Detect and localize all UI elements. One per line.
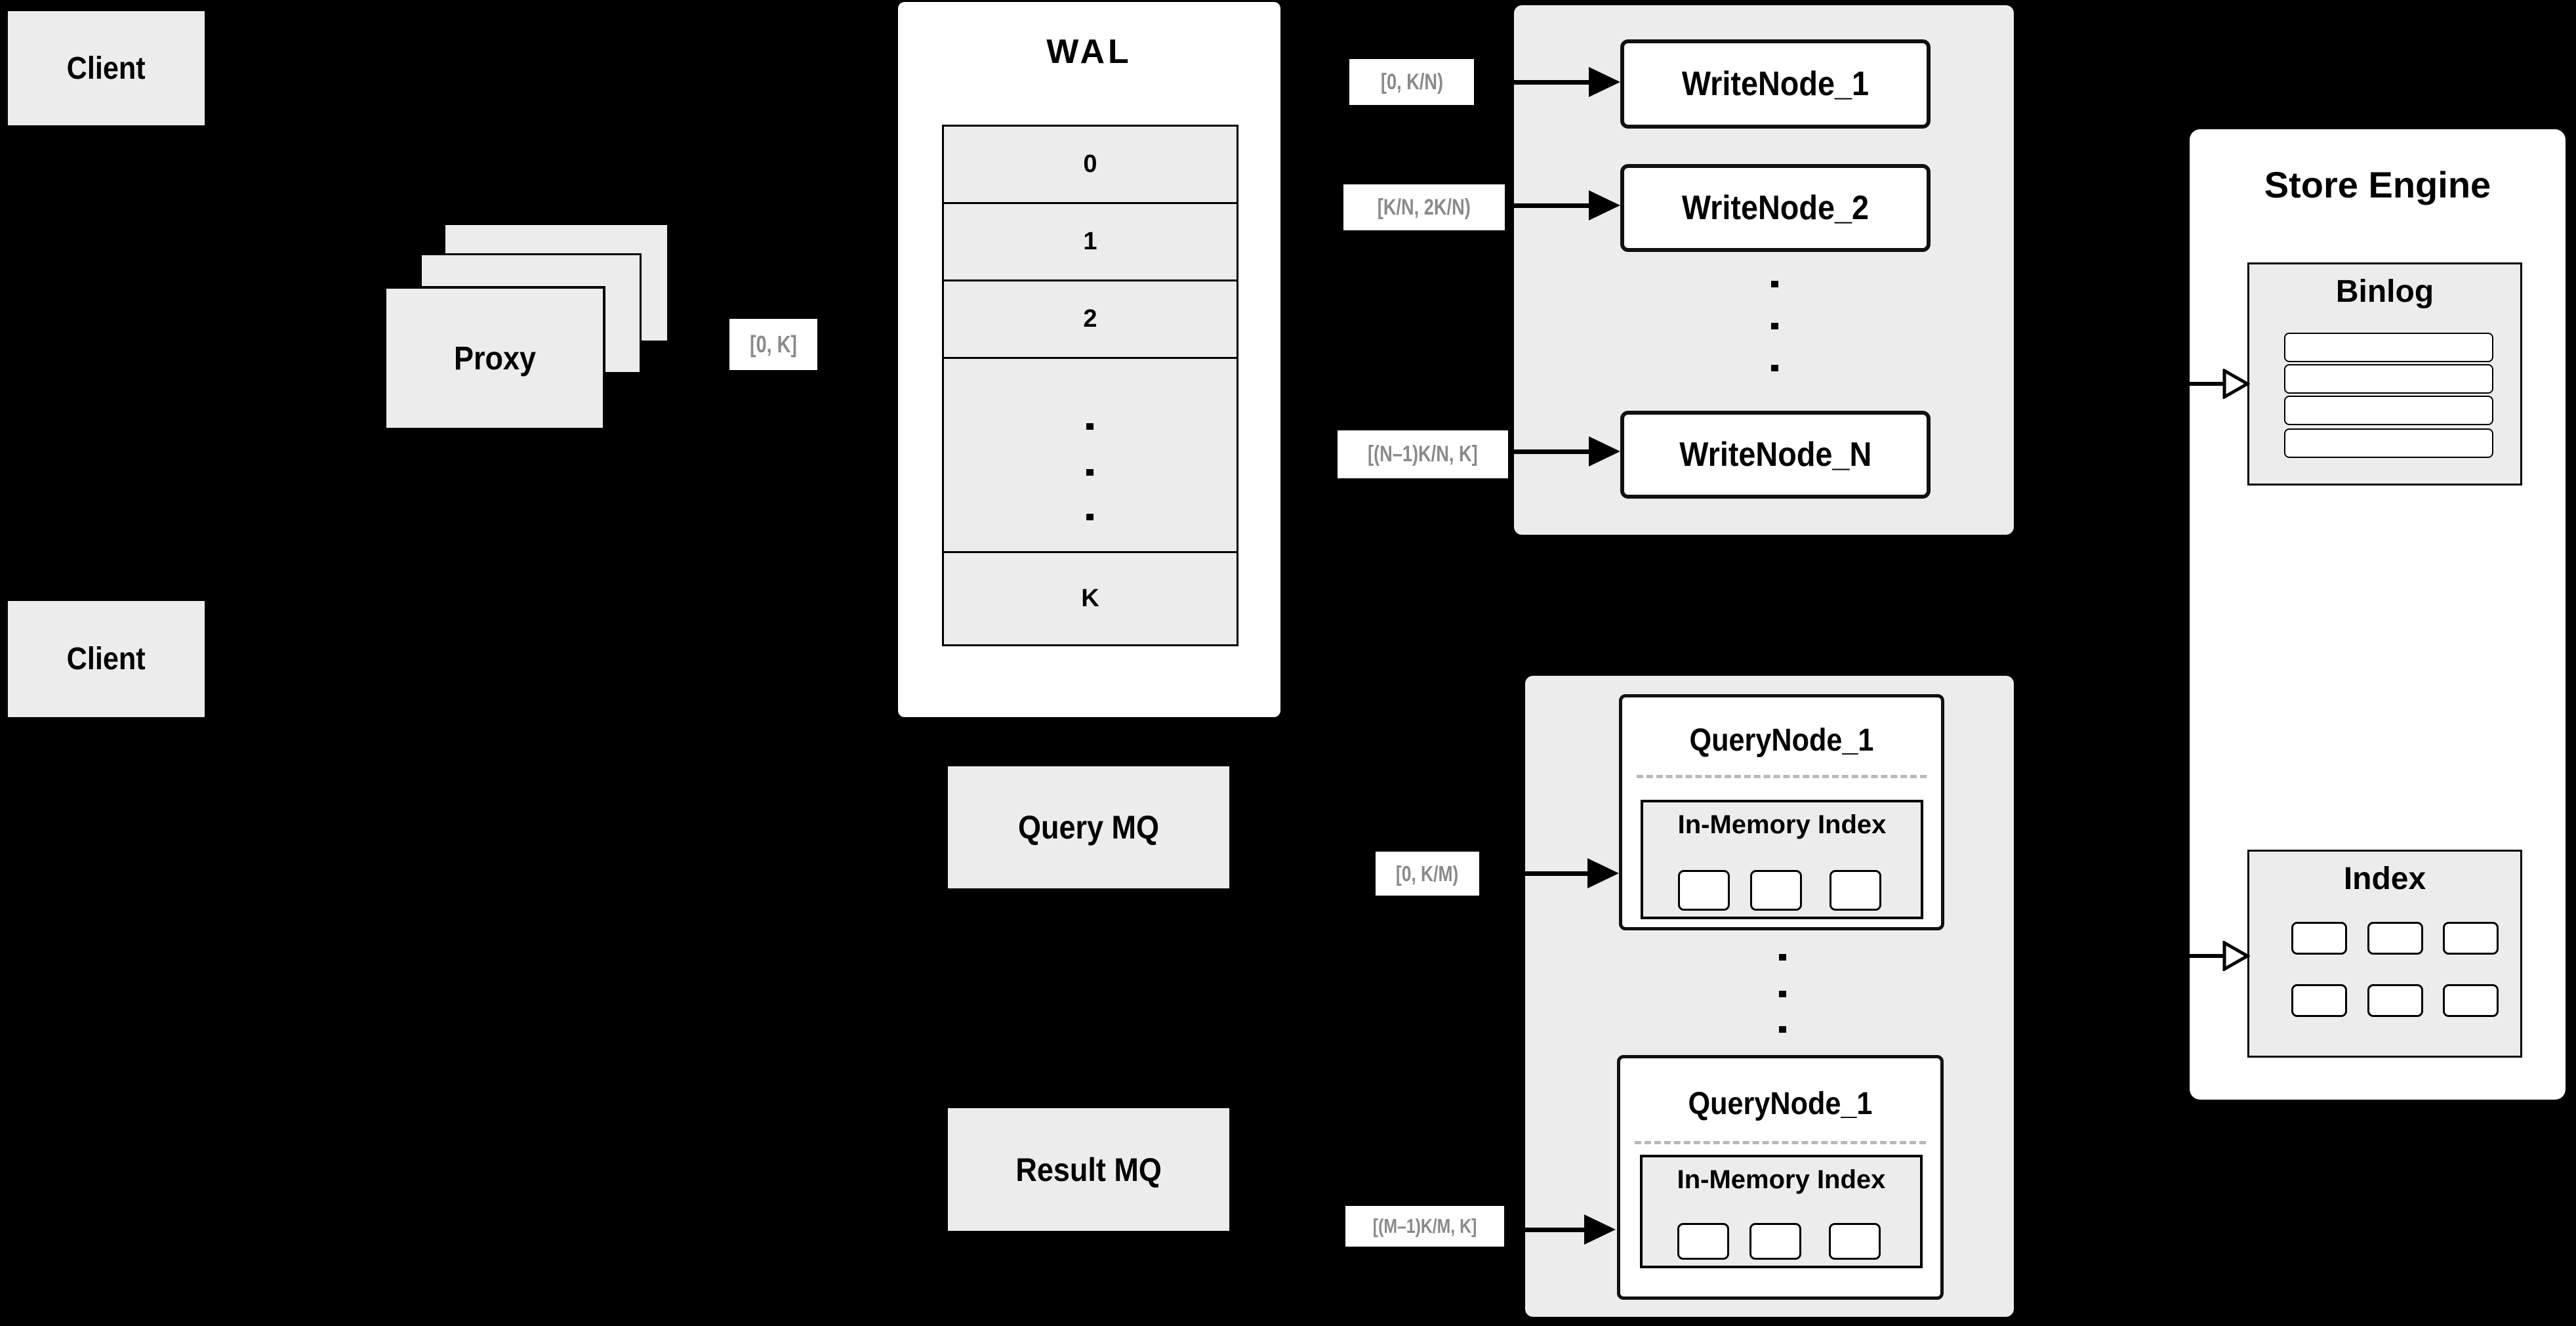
range-chip-write-n: [(N–1)K/N, K] bbox=[1338, 430, 1508, 478]
open-arrow-icon bbox=[2188, 369, 2250, 399]
index-title: Index bbox=[2343, 861, 2426, 896]
query-node-1-divider bbox=[1637, 775, 1927, 778]
index-cell bbox=[2367, 984, 2423, 1017]
memory-segment-cell bbox=[1749, 1223, 1801, 1260]
query-node-1-title: QueryNode_1 bbox=[1689, 723, 1874, 758]
range-chip-query-m: [(M–1)K/M, K] bbox=[1345, 1206, 1504, 1247]
binlog-row bbox=[2284, 364, 2493, 394]
write-ellipsis-dot bbox=[1771, 323, 1778, 329]
result-mq-node: Result MQ bbox=[947, 1107, 1231, 1232]
query-cluster-panel: QueryNode_1 In-Memory Index QueryNode_1 … bbox=[1525, 676, 2014, 1317]
write-node-n: WriteNode_N bbox=[1620, 411, 1931, 499]
wal-segment-0-label: 0 bbox=[1083, 150, 1097, 178]
write-node-1: WriteNode_1 bbox=[1620, 39, 1931, 129]
query-node-2: QueryNode_1 In-Memory Index bbox=[1617, 1055, 1944, 1300]
index-open-arrow bbox=[2188, 941, 2250, 971]
index-cell bbox=[2367, 922, 2423, 955]
query-mq-label: Query MQ bbox=[1017, 809, 1160, 846]
in-memory-index-title-2: In-Memory Index bbox=[1677, 1165, 1886, 1194]
open-arrow-icon bbox=[2188, 941, 2250, 971]
store-engine-panel: Store Engine Binlog Index bbox=[2188, 129, 2566, 1100]
wal-segment-2-label: 2 bbox=[1083, 305, 1097, 333]
range-chip-write-1-label: [0, K/N) bbox=[1380, 69, 1443, 94]
query-arrow-1-head bbox=[1587, 858, 1619, 888]
index-cell bbox=[2443, 922, 2499, 955]
range-chip-write-1: [0, K/N) bbox=[1349, 59, 1474, 105]
query-node-2-divider bbox=[1635, 1141, 1926, 1144]
proxy-node: Proxy bbox=[384, 286, 605, 430]
client-bottom-node: Client bbox=[6, 599, 207, 719]
proxy-label: Proxy bbox=[453, 340, 536, 377]
memory-segment-cell bbox=[1677, 1223, 1729, 1260]
query-node-2-title: QueryNode_1 bbox=[1688, 1087, 1873, 1121]
query-arrow-m-head bbox=[1584, 1214, 1616, 1245]
query-ellipsis-dot bbox=[1779, 991, 1786, 997]
write-ellipsis-dot bbox=[1771, 281, 1778, 287]
write-arrow-2-line bbox=[1514, 203, 1591, 208]
query-node-1: QueryNode_1 In-Memory Index bbox=[1619, 694, 1944, 930]
range-chip-write-n-label: [(N–1)K/N, K] bbox=[1368, 442, 1478, 466]
in-memory-index-panel-1: In-Memory Index bbox=[1641, 800, 1923, 919]
range-chip-proxy-label: [0, K] bbox=[750, 331, 797, 358]
write-node-1-label: WriteNode_1 bbox=[1681, 65, 1870, 103]
wal-title: WAL bbox=[1046, 33, 1132, 71]
write-node-2-label: WriteNode_2 bbox=[1681, 189, 1870, 227]
store-engine-title: Store Engine bbox=[2264, 164, 2491, 205]
wal-segment-k-label: K bbox=[1081, 585, 1099, 612]
wal-ellipsis-dot bbox=[1086, 514, 1094, 520]
binlog-row bbox=[2284, 396, 2493, 425]
binlog-row bbox=[2284, 333, 2493, 362]
range-chip-write-2-label: [K/N, 2K/N) bbox=[1377, 194, 1471, 220]
write-arrow-1-head bbox=[1589, 67, 1620, 97]
write-arrow-2-head bbox=[1589, 190, 1620, 220]
index-cell bbox=[2443, 984, 2499, 1017]
write-arrow-n-line bbox=[1514, 449, 1591, 454]
index-cell bbox=[2291, 984, 2347, 1017]
write-arrow-n-head bbox=[1589, 436, 1620, 466]
range-chip-write-2: [K/N, 2K/N) bbox=[1343, 184, 1505, 230]
write-cluster-panel: WriteNode_1 WriteNode_2 WriteNode_N bbox=[1514, 5, 2014, 535]
wal-segment-row-0: 0 bbox=[944, 127, 1237, 204]
memory-segment-cell bbox=[1678, 870, 1730, 911]
binlog-title: Binlog bbox=[2335, 274, 2434, 309]
index-panel: Index bbox=[2247, 850, 2522, 1058]
client-bottom-label: Client bbox=[66, 642, 146, 676]
in-memory-index-title-1: In-Memory Index bbox=[1677, 810, 1887, 839]
query-arrow-1-line bbox=[1525, 871, 1590, 876]
wal-segment-table: 0 1 2 K bbox=[942, 125, 1238, 646]
wal-ellipsis-dot bbox=[1086, 469, 1094, 476]
binlog-panel: Binlog bbox=[2247, 262, 2522, 486]
in-memory-index-panel-2: In-Memory Index bbox=[1640, 1155, 1923, 1268]
wal-panel: WAL 0 1 2 K bbox=[898, 2, 1280, 717]
client-top-node: Client bbox=[6, 9, 207, 127]
wal-segment-1-label: 1 bbox=[1083, 228, 1097, 255]
query-arrow-m-line bbox=[1525, 1228, 1587, 1232]
wal-ellipsis-dot bbox=[1086, 423, 1094, 430]
binlog-row bbox=[2284, 428, 2493, 458]
memory-segment-cell bbox=[1830, 870, 1881, 911]
wal-segment-row-1: 1 bbox=[944, 204, 1237, 281]
range-chip-query-1: [0, K/M) bbox=[1376, 852, 1479, 896]
write-arrow-1-line bbox=[1514, 80, 1591, 85]
wal-ellipsis-row bbox=[944, 359, 1237, 553]
wal-segment-row-2: 2 bbox=[944, 281, 1237, 359]
query-ellipsis-dot bbox=[1779, 1026, 1786, 1033]
query-ellipsis-dot bbox=[1779, 954, 1786, 961]
write-ellipsis-dot bbox=[1771, 365, 1778, 371]
write-node-2: WriteNode_2 bbox=[1620, 164, 1931, 252]
range-chip-query-m-label: [(M–1)K/M, K] bbox=[1372, 1214, 1477, 1237]
index-cell bbox=[2291, 922, 2347, 955]
result-mq-label: Result MQ bbox=[1015, 1151, 1162, 1188]
client-top-label: Client bbox=[66, 51, 146, 86]
query-mq-node: Query MQ bbox=[947, 765, 1231, 890]
wal-segment-row-k: K bbox=[944, 553, 1237, 644]
write-node-n-label: WriteNode_N bbox=[1679, 436, 1871, 474]
range-chip-proxy: [0, K] bbox=[729, 319, 817, 370]
binlog-open-arrow bbox=[2188, 369, 2250, 399]
memory-segment-cell bbox=[1750, 870, 1802, 911]
range-chip-query-1-label: [0, K/M) bbox=[1396, 861, 1459, 886]
memory-segment-cell bbox=[1829, 1223, 1881, 1260]
